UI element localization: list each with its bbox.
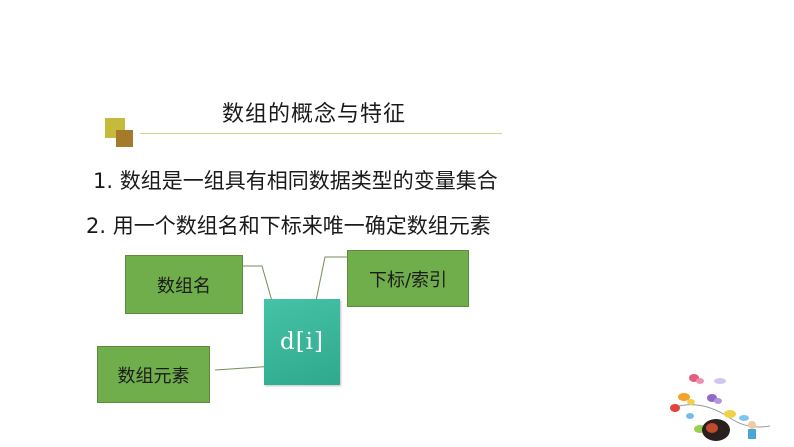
slide-title: 数组的概念与特征 [222,102,407,127]
array-notation-label: d[i] [279,329,325,355]
index-label: 下标/索引 [368,269,448,291]
title-underline [140,133,502,134]
array-element-box: 数组元素 [97,346,210,403]
butterfly-illustration [670,374,771,441]
bullet-point-1: 1. 数组是一组具有相同数据类型的变量集合 [93,169,498,193]
accent-square-brown [116,130,133,147]
array-notation-box: d[i] [264,299,340,385]
index-box: 下标/索引 [347,250,469,307]
bullet-point-2: 2. 用一个数组名和下标来唯一确定数组元素 [86,214,491,238]
array-name-label: 数组名 [157,275,211,297]
array-element-label: 数组元素 [117,365,190,387]
array-name-box: 数组名 [125,255,243,314]
